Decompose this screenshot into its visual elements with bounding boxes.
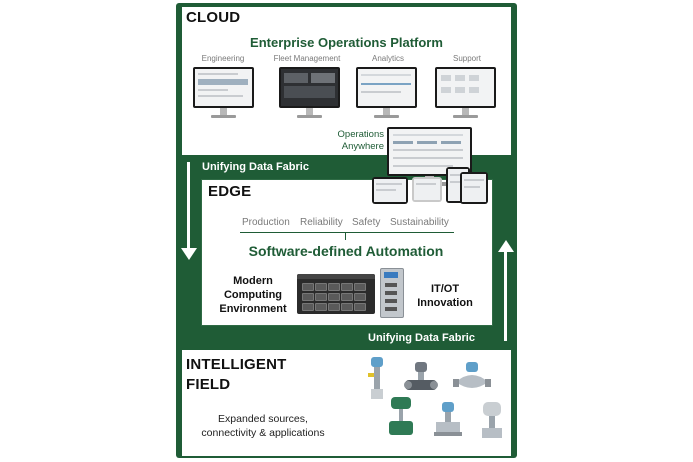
computing-environment-label: Modern Computing Environment <box>210 274 296 316</box>
tablet-icon <box>372 177 408 204</box>
monitor-icon <box>435 67 496 119</box>
app-label-fleet-management: Fleet Management <box>273 54 341 63</box>
laptop-icon <box>412 177 442 202</box>
computing-line3: Environment <box>219 303 287 315</box>
field-caption-line2: connectivity & applications <box>201 427 325 439</box>
field-device-icon <box>404 362 438 390</box>
field-device-icon <box>434 402 462 436</box>
pillar-production: Production <box>242 217 290 228</box>
pillar-connector <box>345 232 346 240</box>
monitor-icon <box>356 67 417 119</box>
monitor-icon <box>279 67 340 119</box>
up-arrow-shaft <box>504 251 507 341</box>
computing-line1: Modern <box>233 275 273 287</box>
monitor-icon <box>193 67 254 119</box>
io-module-icon <box>380 268 404 318</box>
down-arrow-shaft <box>187 162 190 250</box>
down-arrow-icon <box>181 248 197 260</box>
pillar-sustainability: Sustainability <box>390 217 449 228</box>
automation-title: Software-defined Automation <box>248 243 444 259</box>
field-device-icon <box>453 362 491 388</box>
pillar-divider <box>240 232 454 233</box>
server-icon <box>297 274 375 314</box>
operations-anywhere-line1: Operations <box>337 129 384 140</box>
app-label-support: Support <box>452 54 482 63</box>
field-heading-line1: INTELLIGENT <box>186 356 287 373</box>
field-device-icon <box>482 402 502 438</box>
platform-title: Enterprise Operations Platform <box>250 35 443 50</box>
itot-line1: IT/OT <box>430 283 460 295</box>
computing-line2: Computing <box>223 289 283 301</box>
tablet-icon <box>460 172 488 204</box>
field-caption: Expanded sources, connectivity & applica… <box>188 412 338 440</box>
itot-innovation-label: IT/OT Innovation <box>404 282 486 310</box>
field-heading-line2: FIELD <box>186 376 231 393</box>
field-caption-line1: Expanded sources, <box>218 413 308 425</box>
fabric-label-bottom: Unifying Data Fabric <box>368 332 475 344</box>
monitor-icon <box>387 127 472 187</box>
cloud-heading: CLOUD <box>186 9 241 26</box>
app-label-analytics: Analytics <box>371 54 404 63</box>
field-panel <box>182 350 511 456</box>
itot-line2: Innovation <box>417 297 473 309</box>
pillar-reliability: Reliability <box>300 217 343 228</box>
up-arrow-icon <box>498 240 514 252</box>
app-label-engineering: Engineering <box>201 54 245 63</box>
fabric-label-top: Unifying Data Fabric <box>202 161 309 173</box>
field-device-icon <box>368 357 383 399</box>
edge-heading: EDGE <box>208 183 252 200</box>
field-heading: INTELLIGENT FIELD <box>186 355 287 395</box>
field-device-icon <box>389 397 413 435</box>
operations-anywhere-line2: Anywhere <box>341 141 384 152</box>
pillar-safety: Safety <box>352 217 381 228</box>
operations-anywhere-label: Operations Anywhere <box>320 129 384 153</box>
